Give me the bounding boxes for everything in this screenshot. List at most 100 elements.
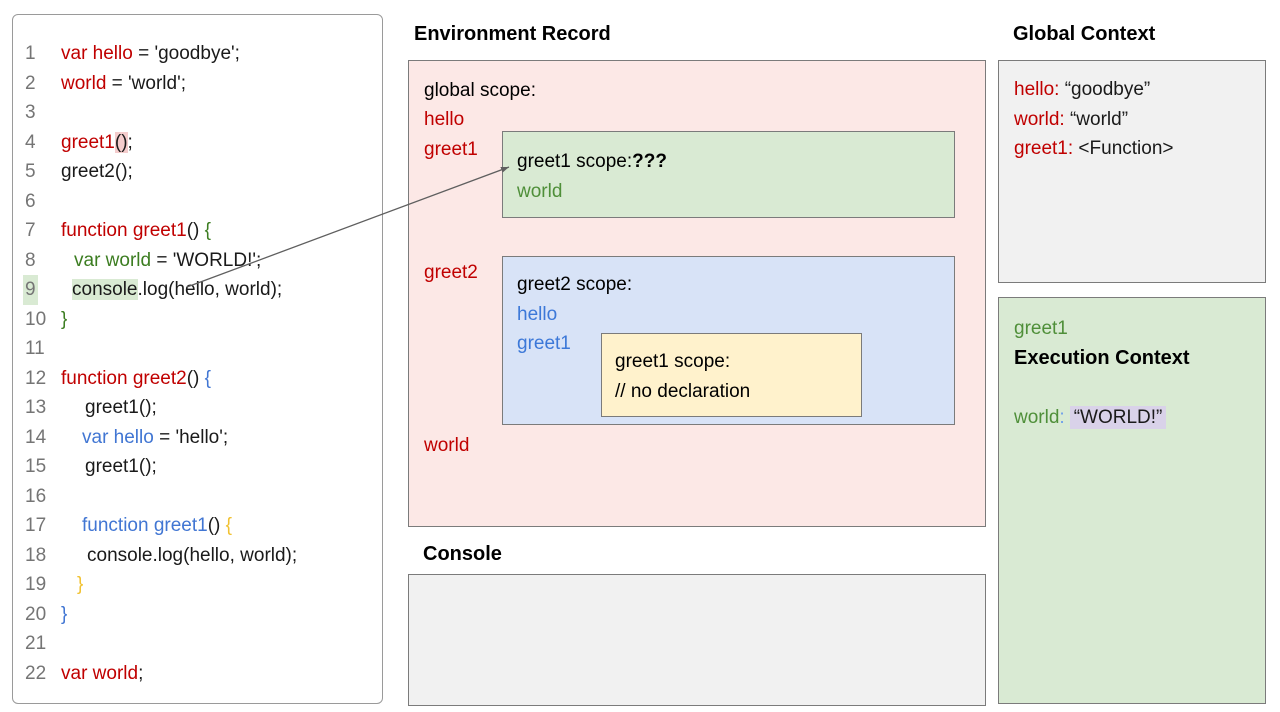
code-line: 16 [23,482,382,512]
code-text: var hello = 'goodbye'; [61,43,240,64]
console-box [408,574,986,706]
code-text: } [61,603,68,625]
code-line: 9 console.log(hello, world); [23,275,382,305]
execution-context-var-line: world:“WORLD!” [1014,403,1265,433]
code-line: 14 var hello = 'hello'; [23,423,382,453]
execution-context-heading: Execution Context [1014,346,1190,369]
code-text [61,187,382,217]
code-lines: 1 var hello = 'goodbye'; 2 world = 'world';… [23,39,382,688]
line-number: 17 [25,515,47,536]
line-number: 6 [25,190,36,212]
code-line: 17 function greet1() { [23,511,382,541]
line-number: 5 [25,161,36,182]
global-var-hello: hello [424,109,465,130]
line-number: 10 [25,308,47,330]
line-number: 14 [25,426,47,448]
code-line: 6 [23,187,382,217]
greet2-scope-label: greet2 scope: [517,274,633,295]
code-text [61,629,382,659]
code-line: 1 var hello = 'goodbye'; [23,39,382,69]
code-text [61,334,382,364]
code-line: 2 world = 'world'; [23,69,382,99]
global-var-greet1: greet1 [424,139,478,160]
line-number: 7 [25,220,36,241]
code-text: } [77,574,84,595]
console-title: Console [423,543,502,565]
greet1-scope-var-world: world [517,180,563,202]
code-text: function greet1() { [82,515,232,536]
line-number: 9 [23,275,61,305]
code-line: 22 var world; [23,659,382,689]
code-text: greet1(); [85,397,157,418]
execution-context-box: greet1 Execution Context world:“WORLD!” [998,297,1266,704]
global-scope-label: global scope: [424,80,536,101]
line-number: 15 [25,456,47,477]
greet1-scope-label: greet1 scope:??? [517,151,667,172]
greet1-scope-box: greet1 scope:??? world [502,131,955,218]
global-var-world: world [424,435,470,456]
code-line: 4 greet1(); [23,128,382,158]
code-panel: 1 var hello = 'goodbye'; 2 world = 'world';… [12,14,383,704]
line-number: 12 [25,367,47,389]
line-number: 22 [25,662,47,684]
code-text: greet2(); [61,161,133,182]
code-line: 21 [23,629,382,659]
line-number: 11 [25,338,45,359]
code-text [61,482,382,512]
code-text: world = 'world'; [61,72,186,94]
question-marks: ??? [632,151,667,172]
ec-var-value: “WORLD!” [1069,405,1167,429]
line-number: 13 [25,397,47,418]
code-line: 11 [23,334,382,364]
code-line: 18 console.log(hello, world); [23,541,382,571]
code-line: 5 greet2(); [23,157,382,187]
line-number: 1 [25,43,36,64]
code-line: 13 greet1(); [23,393,382,423]
line-number: 2 [25,72,36,94]
global-var-greet2: greet2 [424,262,478,283]
environment-record-box: global scope: hello greet1 greet2 world … [408,60,986,527]
ec-colon: : [1059,406,1065,428]
greet2-scope-box: greet2 scope: hello greet1 greet1 scope:… [502,256,955,425]
global-context-entry: world: “world” [1014,108,1129,130]
spacer-line [1014,373,1265,403]
line-number: 18 [25,544,47,566]
greet1-inner-scope-comment: // no declaration [615,380,751,402]
global-context-title: Global Context [1013,23,1156,45]
code-line: 3 [23,98,382,128]
code-text: function greet1() { [61,220,211,241]
greet2-scope-var-hello: hello [517,303,558,325]
code-text: greet1(); [61,131,133,153]
code-line: 19} [23,570,382,600]
code-text: console.log(hello, world); [87,544,298,566]
code-line: 15 greet1(); [23,452,382,482]
global-context-entry: greet1: <Function> [1014,138,1174,159]
line-number: 3 [25,102,36,123]
environment-record-title: Environment Record [414,23,611,45]
code-text: greet1(); [85,456,157,477]
greet2-scope-var-greet1: greet1 [517,333,571,354]
code-line: 7 function greet1() { [23,216,382,246]
greet1-inner-scope-box: greet1 scope: // no declaration [601,333,862,417]
greet1-inner-scope-label: greet1 scope: [615,351,731,372]
global-context-entry: hello: “goodbye” [1014,79,1151,100]
code-line: 20} [23,600,382,630]
code-text [61,98,382,128]
line-number: 19 [25,574,47,595]
code-line: 8 var world = 'WORLD!'; [23,246,382,276]
line-number: 8 [25,249,36,271]
line-number: 4 [25,131,36,153]
line-number: 20 [25,603,47,625]
code-text: function greet2() { [61,367,211,389]
ec-var-name: world [1014,406,1060,428]
code-text: var hello = 'hello'; [82,426,229,448]
global-context-box: hello: “goodbye” world: “world” greet1: <F… [998,60,1266,283]
code-text: var world; [61,662,144,684]
code-text: console.log(hello, world); [72,279,283,300]
code-line: 10} [23,305,382,335]
line-number: 16 [25,485,47,507]
code-line: 12 function greet2() { [23,364,382,394]
code-text: var world = 'WORLD!'; [74,249,262,271]
code-text: } [61,308,68,330]
